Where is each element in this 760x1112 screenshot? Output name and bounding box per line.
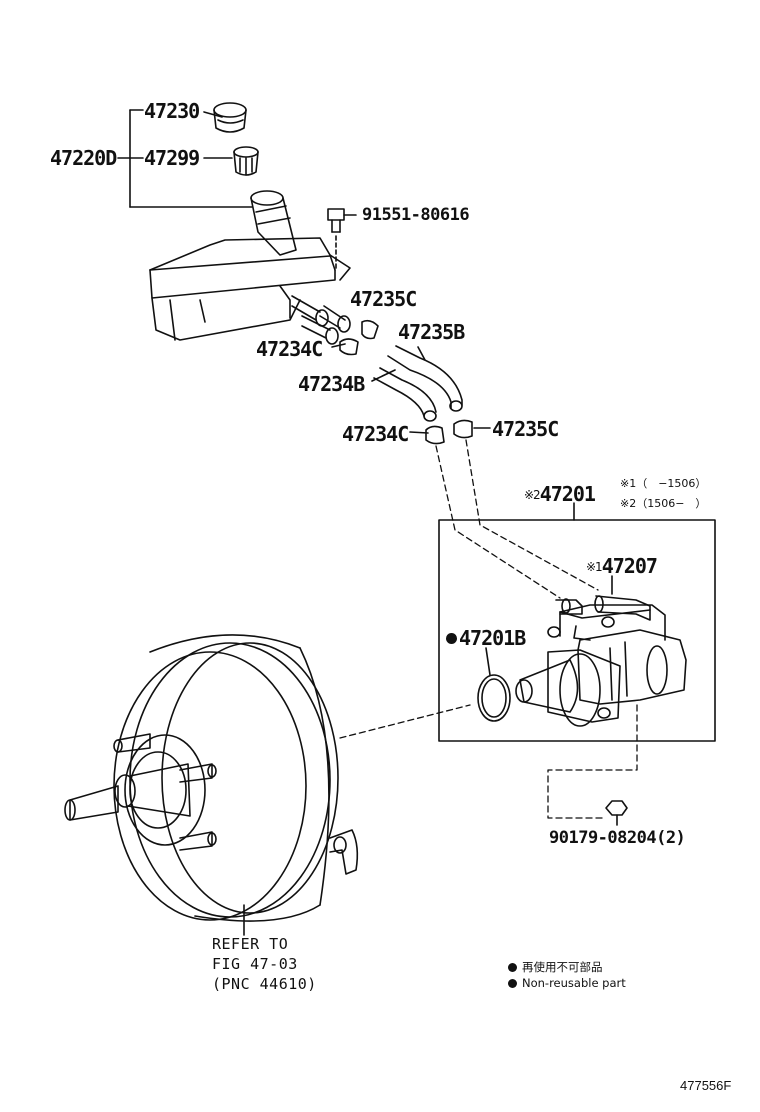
legend-jp-text: 再使用不可部品 bbox=[522, 960, 603, 974]
label-47235C-bottom: 47235C bbox=[492, 417, 559, 441]
label-47234B: 47234B bbox=[298, 372, 365, 396]
mark-47201: ※2 bbox=[524, 488, 541, 502]
non-reusable-dot-icon bbox=[446, 633, 457, 644]
refer-line-3: (PNC 44610) bbox=[212, 975, 317, 993]
strainer-47299 bbox=[233, 146, 259, 176]
hoses bbox=[373, 345, 473, 445]
reservoir-cap-47230 bbox=[213, 102, 247, 133]
label-47299: 47299 bbox=[144, 146, 200, 170]
figure-number: 477556F bbox=[680, 1078, 732, 1093]
master-cylinder-box bbox=[438, 502, 716, 742]
legend-dot-icon bbox=[508, 963, 517, 972]
mark-47207: ※1 bbox=[586, 560, 603, 574]
legend-en-text: Non-reusable part bbox=[522, 976, 626, 990]
master-cylinder bbox=[515, 595, 687, 727]
label-91551-80616: 91551-80616 bbox=[362, 205, 470, 225]
bolt-91551 bbox=[327, 208, 357, 269]
legend-jp: 再使用不可部品 bbox=[508, 959, 603, 975]
label-47234C-top: 47234C bbox=[256, 337, 323, 361]
reservoir-tank bbox=[149, 190, 351, 341]
nut-90179 bbox=[605, 800, 628, 826]
legend-en: Non-reusable part bbox=[508, 976, 626, 990]
label-90179-08204: 90179-08204(2) bbox=[549, 828, 686, 848]
label-47201B: 47201B bbox=[446, 626, 526, 650]
assembly-paths bbox=[339, 439, 638, 819]
refer-line-1: REFER TO bbox=[212, 935, 289, 953]
label-47235B: 47235B bbox=[398, 320, 465, 344]
label-47207: ※147207 bbox=[586, 554, 658, 578]
label-47230: 47230 bbox=[144, 99, 200, 123]
refer-line-2: FIG 47-03 bbox=[212, 955, 298, 973]
label-47201-number: 47201 bbox=[539, 482, 596, 506]
reservoir-outlets bbox=[291, 295, 379, 356]
leader-lines bbox=[117, 109, 491, 434]
o-ring-47201B bbox=[477, 647, 511, 722]
label-47234C-bottom: 47234C bbox=[342, 422, 409, 446]
label-47201: ※247201 bbox=[524, 482, 596, 506]
brake-booster bbox=[64, 634, 359, 936]
note-1: ※1（ −1506） bbox=[620, 477, 707, 490]
label-47235C-top: 47235C bbox=[350, 287, 417, 311]
label-47207-number: 47207 bbox=[601, 554, 658, 578]
label-47201B-number: 47201B bbox=[459, 626, 526, 650]
note-2: ※2（1506− ） bbox=[620, 497, 707, 510]
label-47220D: 47220D bbox=[50, 146, 117, 170]
legend-dot-icon bbox=[508, 979, 517, 988]
refer-note: REFER TO FIG 47-03 (PNC 44610) bbox=[212, 934, 317, 994]
